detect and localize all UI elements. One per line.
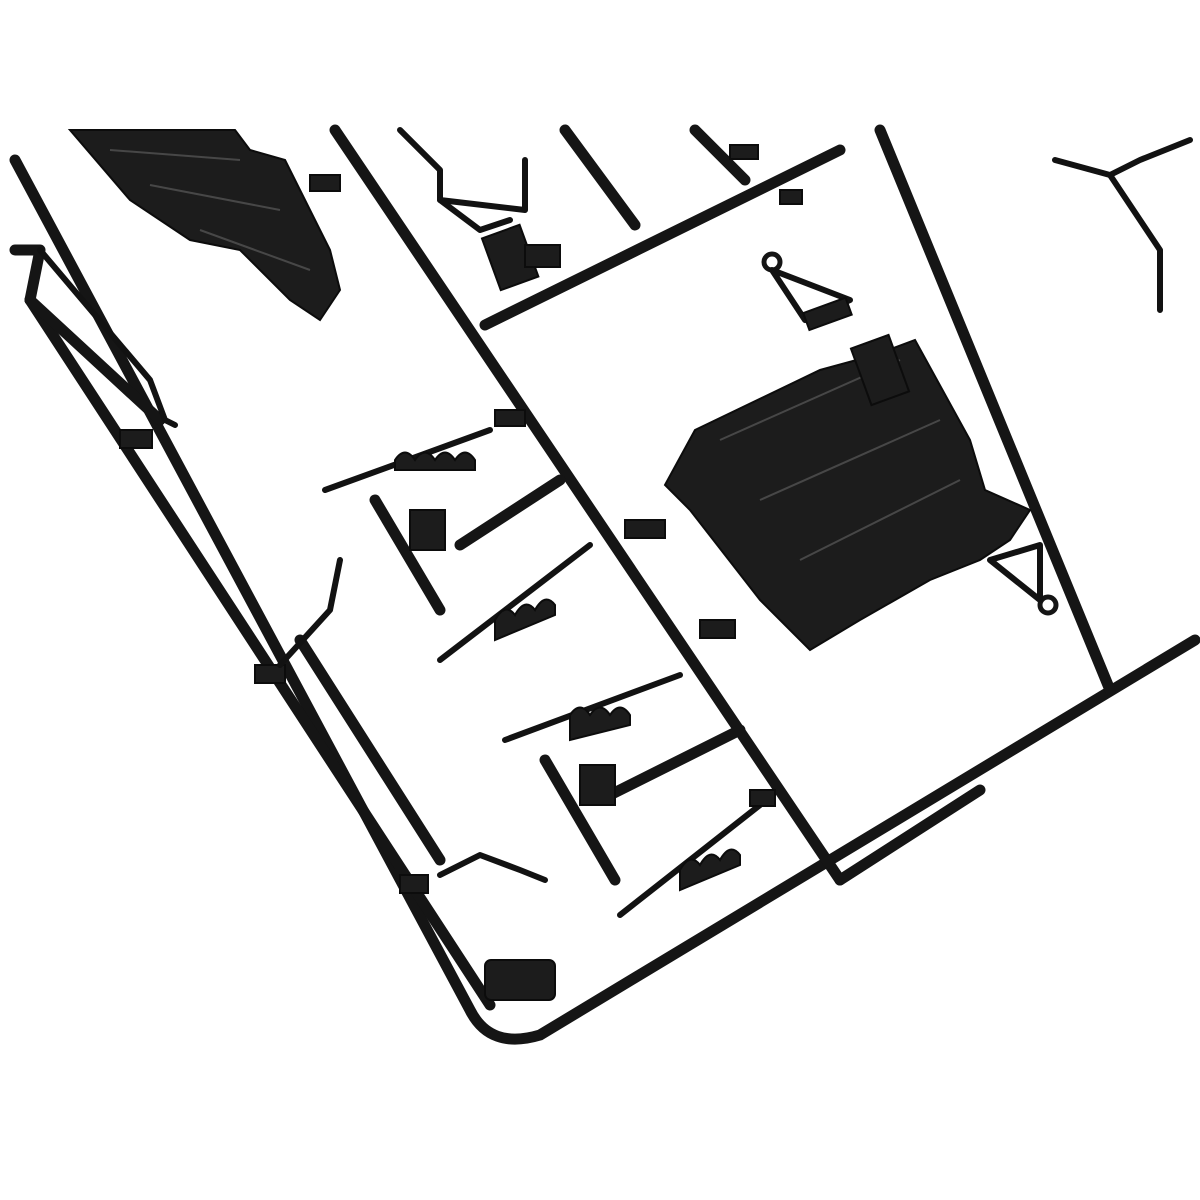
runner-short-a <box>559 124 641 231</box>
runner-diagonal-b <box>874 124 1116 696</box>
tray-part <box>663 333 1032 652</box>
suspension-arm-right <box>1052 137 1193 313</box>
runner-vertical-mid <box>294 634 446 866</box>
suspension-arm-top <box>397 127 540 292</box>
runner-short-b <box>689 124 751 186</box>
runner-left-small <box>24 294 166 426</box>
shock-2 <box>437 542 593 663</box>
runner-cross-top <box>479 144 846 331</box>
wire-parts <box>37 247 548 883</box>
triangle-link-top <box>761 251 853 332</box>
runner-cross-low <box>594 724 746 806</box>
runner-bottom-link <box>834 784 986 886</box>
gates <box>119 144 803 1001</box>
chassis-body <box>67 129 342 322</box>
frame-left-runner <box>9 154 1200 1045</box>
shock-1 <box>322 427 493 493</box>
chassis-part <box>67 129 342 322</box>
runner-cross-mid <box>454 474 566 551</box>
triangle-link-bottom <box>987 542 1059 616</box>
shock-bodies <box>369 494 621 886</box>
shock-absorbers <box>322 427 763 918</box>
tray-body <box>663 338 1032 652</box>
runner-diagonal-a <box>329 124 846 886</box>
shock-4 <box>617 802 763 918</box>
shock-3 <box>502 672 683 743</box>
internal-runners <box>24 124 1116 886</box>
